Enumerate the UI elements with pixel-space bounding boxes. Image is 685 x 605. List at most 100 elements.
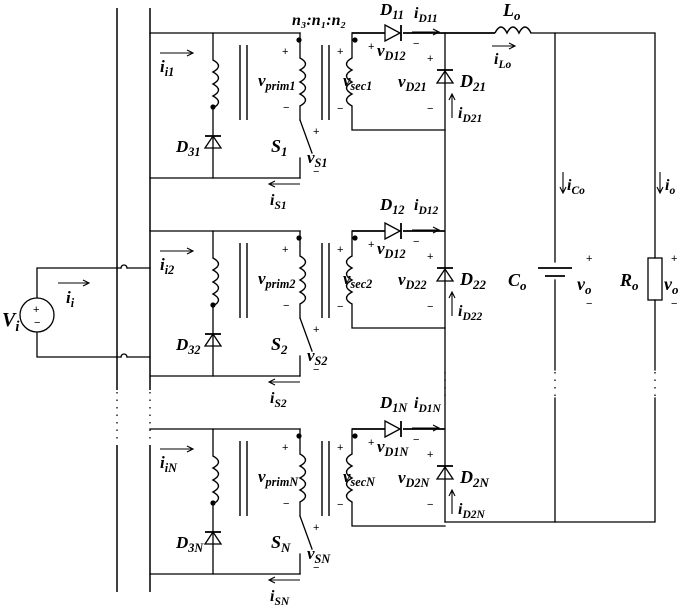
capacitor-current-label: iCo bbox=[567, 177, 585, 197]
svg-text:−: − bbox=[413, 236, 419, 248]
svg-text:+: + bbox=[337, 244, 343, 256]
diode-d3-1 bbox=[203, 134, 223, 149]
secondary-voltage-label: vsec2 bbox=[343, 269, 372, 291]
svg-text:−: − bbox=[586, 298, 592, 310]
svg-text:+: + bbox=[33, 304, 39, 316]
switch-label: SN bbox=[271, 532, 291, 555]
input-current-label: ii bbox=[66, 288, 75, 310]
svg-text:−: − bbox=[337, 301, 343, 313]
diode-d2-1 bbox=[435, 69, 455, 84]
svg-text:+: + bbox=[427, 449, 433, 461]
turns-ratio-label: n₃:n₁:n₂ bbox=[292, 12, 346, 29]
svg-text:+: + bbox=[427, 251, 433, 263]
svg-text:+: + bbox=[368, 437, 374, 449]
diode-d2-voltage-label: vD22 bbox=[398, 270, 427, 292]
diode-d3-3 bbox=[203, 530, 223, 545]
primary-voltage-label: vprimN bbox=[258, 467, 299, 489]
primary-voltage-label: vprim1 bbox=[258, 71, 295, 93]
inductor-label: Lo bbox=[502, 0, 521, 23]
secondary-voltage-label: vsecN bbox=[343, 467, 376, 489]
switch-label: S1 bbox=[271, 136, 288, 159]
diode-d2-2 bbox=[435, 267, 455, 282]
static-wiring: + − + − + − bbox=[19, 8, 677, 592]
resistor-voltage-label: vo bbox=[664, 274, 679, 297]
svg-text:−: − bbox=[313, 364, 319, 376]
svg-text:−: − bbox=[313, 562, 319, 574]
labels: Vi ii n₃:n₁:n₂ Lo iLo iD11 Co iCo vo Ro … bbox=[2, 0, 679, 335]
capacitor-voltage-label: vo bbox=[577, 274, 592, 297]
svg-text:+: + bbox=[671, 253, 677, 265]
diode-d1-voltage-label: vD1N bbox=[377, 437, 409, 459]
svg-text:+: + bbox=[282, 46, 288, 58]
switch-1 bbox=[299, 119, 313, 179]
diode-d1-2 bbox=[384, 221, 402, 241]
inductor-current-label: iLo bbox=[494, 51, 511, 71]
secondary-voltage-label: vsec1 bbox=[343, 71, 372, 93]
switch-voltage-label: vS2 bbox=[307, 346, 327, 368]
svg-text:+: + bbox=[427, 53, 433, 65]
input-source: + − bbox=[19, 264, 151, 358]
switch-current-label: iS2 bbox=[270, 390, 287, 410]
switch-3 bbox=[299, 515, 313, 575]
switch-2 bbox=[299, 317, 313, 377]
diode-d1-voltage-label: vD12 bbox=[377, 41, 406, 63]
diode-d3-2 bbox=[203, 332, 223, 347]
switch-current-label: iSN bbox=[270, 588, 290, 605]
stage-current-label: ii1 bbox=[160, 57, 174, 79]
svg-text:+: + bbox=[337, 442, 343, 454]
svg-text:+: + bbox=[282, 442, 288, 454]
switch-current-label: iS1 bbox=[270, 192, 287, 212]
svg-text:−: − bbox=[427, 103, 433, 115]
svg-text:−: − bbox=[413, 434, 419, 446]
diode11-current-label: iD11 bbox=[414, 5, 438, 25]
svg-text:+: + bbox=[368, 41, 374, 53]
svg-text:−: − bbox=[283, 498, 289, 510]
diode-d1-3 bbox=[384, 419, 402, 439]
diode-d2-voltage-label: vD2N bbox=[398, 468, 430, 490]
svg-text:−: − bbox=[34, 317, 40, 329]
svg-text:−: − bbox=[671, 298, 677, 310]
svg-text:+: + bbox=[313, 522, 319, 534]
diode-d1-label: D1N bbox=[379, 393, 408, 415]
svg-text:−: − bbox=[337, 103, 343, 115]
diode-d1-current-label: iD1N bbox=[414, 395, 442, 415]
diode-d2-current-label: iD2N bbox=[458, 501, 486, 521]
svg-text:−: − bbox=[313, 166, 319, 178]
diode-d3-label: D31 bbox=[175, 137, 201, 159]
diode-d3-label: D32 bbox=[175, 335, 201, 357]
primary-voltage-label: vprim2 bbox=[258, 269, 295, 291]
diode-d1-label: D11 bbox=[379, 0, 404, 22]
output-stage: + − + − bbox=[412, 26, 677, 523]
svg-text:−: − bbox=[427, 499, 433, 511]
diode-d1-1 bbox=[384, 23, 402, 43]
svg-text:−: − bbox=[413, 38, 419, 50]
svg-text:+: + bbox=[337, 46, 343, 58]
diode-d2-current-label: iD22 bbox=[458, 303, 483, 323]
svg-text:−: − bbox=[337, 499, 343, 511]
svg-text:+: + bbox=[313, 126, 319, 138]
diode-d1-label: D12 bbox=[379, 195, 405, 217]
svg-text:−: − bbox=[283, 102, 289, 114]
switch-voltage-label: vS1 bbox=[307, 148, 327, 170]
svg-text:−: − bbox=[283, 300, 289, 312]
resistor-current-label: io bbox=[665, 177, 675, 197]
diode-d2-label: D22 bbox=[459, 269, 486, 292]
svg-text:+: + bbox=[313, 324, 319, 336]
diode-d2-label: D21 bbox=[459, 71, 486, 94]
stage-current-label: ii2 bbox=[160, 255, 174, 277]
switch-voltage-label: vSN bbox=[307, 544, 331, 566]
capacitor-label: Co bbox=[508, 270, 527, 293]
svg-text:+: + bbox=[586, 253, 592, 265]
diode-d2-3 bbox=[435, 465, 455, 480]
svg-text:+: + bbox=[282, 244, 288, 256]
switch-label: S2 bbox=[271, 334, 288, 357]
diode-d2-current-label: iD21 bbox=[458, 105, 482, 125]
svg-text:−: − bbox=[427, 301, 433, 313]
diode-d2-label: D2N bbox=[459, 467, 489, 490]
